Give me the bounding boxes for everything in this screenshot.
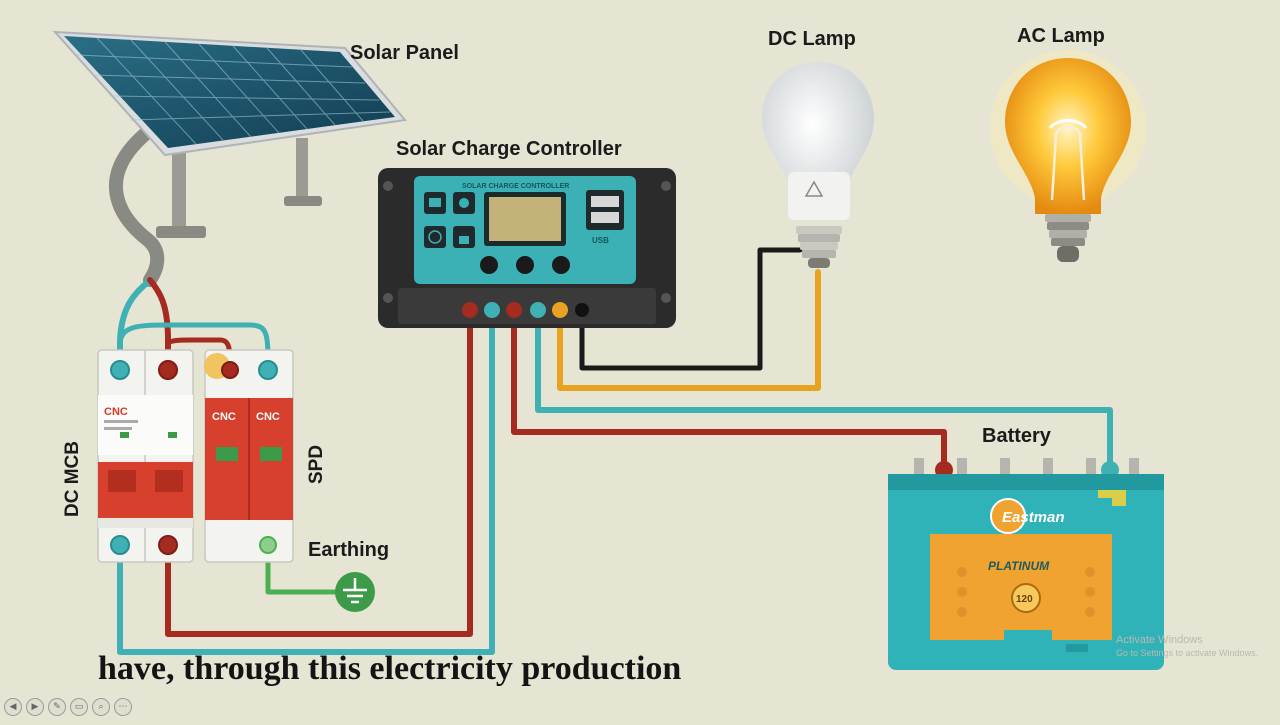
controller-button-1[interactable] [480,256,498,274]
solar-panel [52,30,407,238]
battery: Eastman PLATINUM 120 [888,458,1164,670]
dc-mcb-label: DC MCB [62,441,83,517]
mcb-terminal-top-negative [158,360,178,380]
battery-capacity: 120 [1016,594,1033,605]
spd-terminal-top-positive [258,360,278,380]
previous-icon[interactable]: ◀ [4,698,22,716]
solar-panel-label: Solar Panel [350,42,459,64]
zoom-icon[interactable]: ⌕ [92,698,110,716]
mcb-brand: CNC [104,406,128,418]
solar-cells-grid [76,37,391,145]
ctrl-terminal-solar-pos [484,302,500,318]
spd: CNC CNC [204,349,294,563]
wires [108,123,1113,655]
subtitle-caption: have, through this electricity productio… [98,650,682,687]
ctrl-terminal-battery-pos [530,302,546,318]
spd-brand-right: CNC [256,411,280,423]
earth-symbol [335,572,375,612]
watermark-line2: Go to Settings to activate Windows. [1116,648,1259,658]
mcb-terminal-bottom-negative [158,535,178,555]
wire-lamp-orange [557,269,821,391]
wire-mcb-spd-teal [117,322,271,371]
charge-controller-label: Solar Charge Controller [396,138,622,160]
ctrl-terminal-load-neg [575,303,589,317]
wire-mcb-ctrl-teal [117,309,495,655]
player-toolbar: ◀ ▶ ✎ ▭ ⌕ ⋯ [4,698,132,716]
spd-brand-left: CNC [212,411,236,423]
usb-label: USB [592,236,609,245]
ctrl-terminal-load-pos [552,302,568,318]
controller-button-2[interactable] [516,256,534,274]
wire-battery-red [511,309,947,473]
next-icon[interactable]: ▶ [26,698,44,716]
watermark-line1: Activate Windows [1116,634,1203,646]
spd-terminal-earth [259,536,277,554]
ac-lamp-label: AC Lamp [1017,25,1105,47]
clock-icon [424,226,446,248]
battery-model: PLATINUM [988,559,1050,573]
wire-lamp-black [579,247,803,371]
wire-solar-red [147,277,171,373]
spd-label: SPD [306,444,327,484]
mcb-terminal-top-positive [110,360,130,380]
mcb-terminal-bottom-positive [110,535,130,555]
wire-mcb-ctrl-red [165,309,473,637]
controller-button-3[interactable] [552,256,570,274]
battery-label: Battery [982,425,1051,447]
slides-icon[interactable]: ▭ [70,698,88,716]
dc-lamp [762,62,874,268]
more-icon[interactable]: ⋯ [114,698,132,716]
ctrl-terminal-solar-neg [462,302,478,318]
ctrl-terminal-battery-neg [506,302,522,318]
solar-cable [108,123,165,287]
dc-lamp-label: DC Lamp [768,28,856,50]
ac-lamp [990,50,1146,262]
pen-icon[interactable]: ✎ [48,698,66,716]
charge-controller: SOLAR CHARGE CONTROLLER USB [378,168,676,328]
controller-header: SOLAR CHARGE CONTROLLER [462,183,569,190]
battery-brand: Eastman [1002,509,1065,526]
wire-battery-teal [535,309,1113,473]
dc-mcb: CNC [97,349,194,563]
earthing-label: Earthing [308,539,390,561]
spd-terminal-top-negative [221,361,239,379]
